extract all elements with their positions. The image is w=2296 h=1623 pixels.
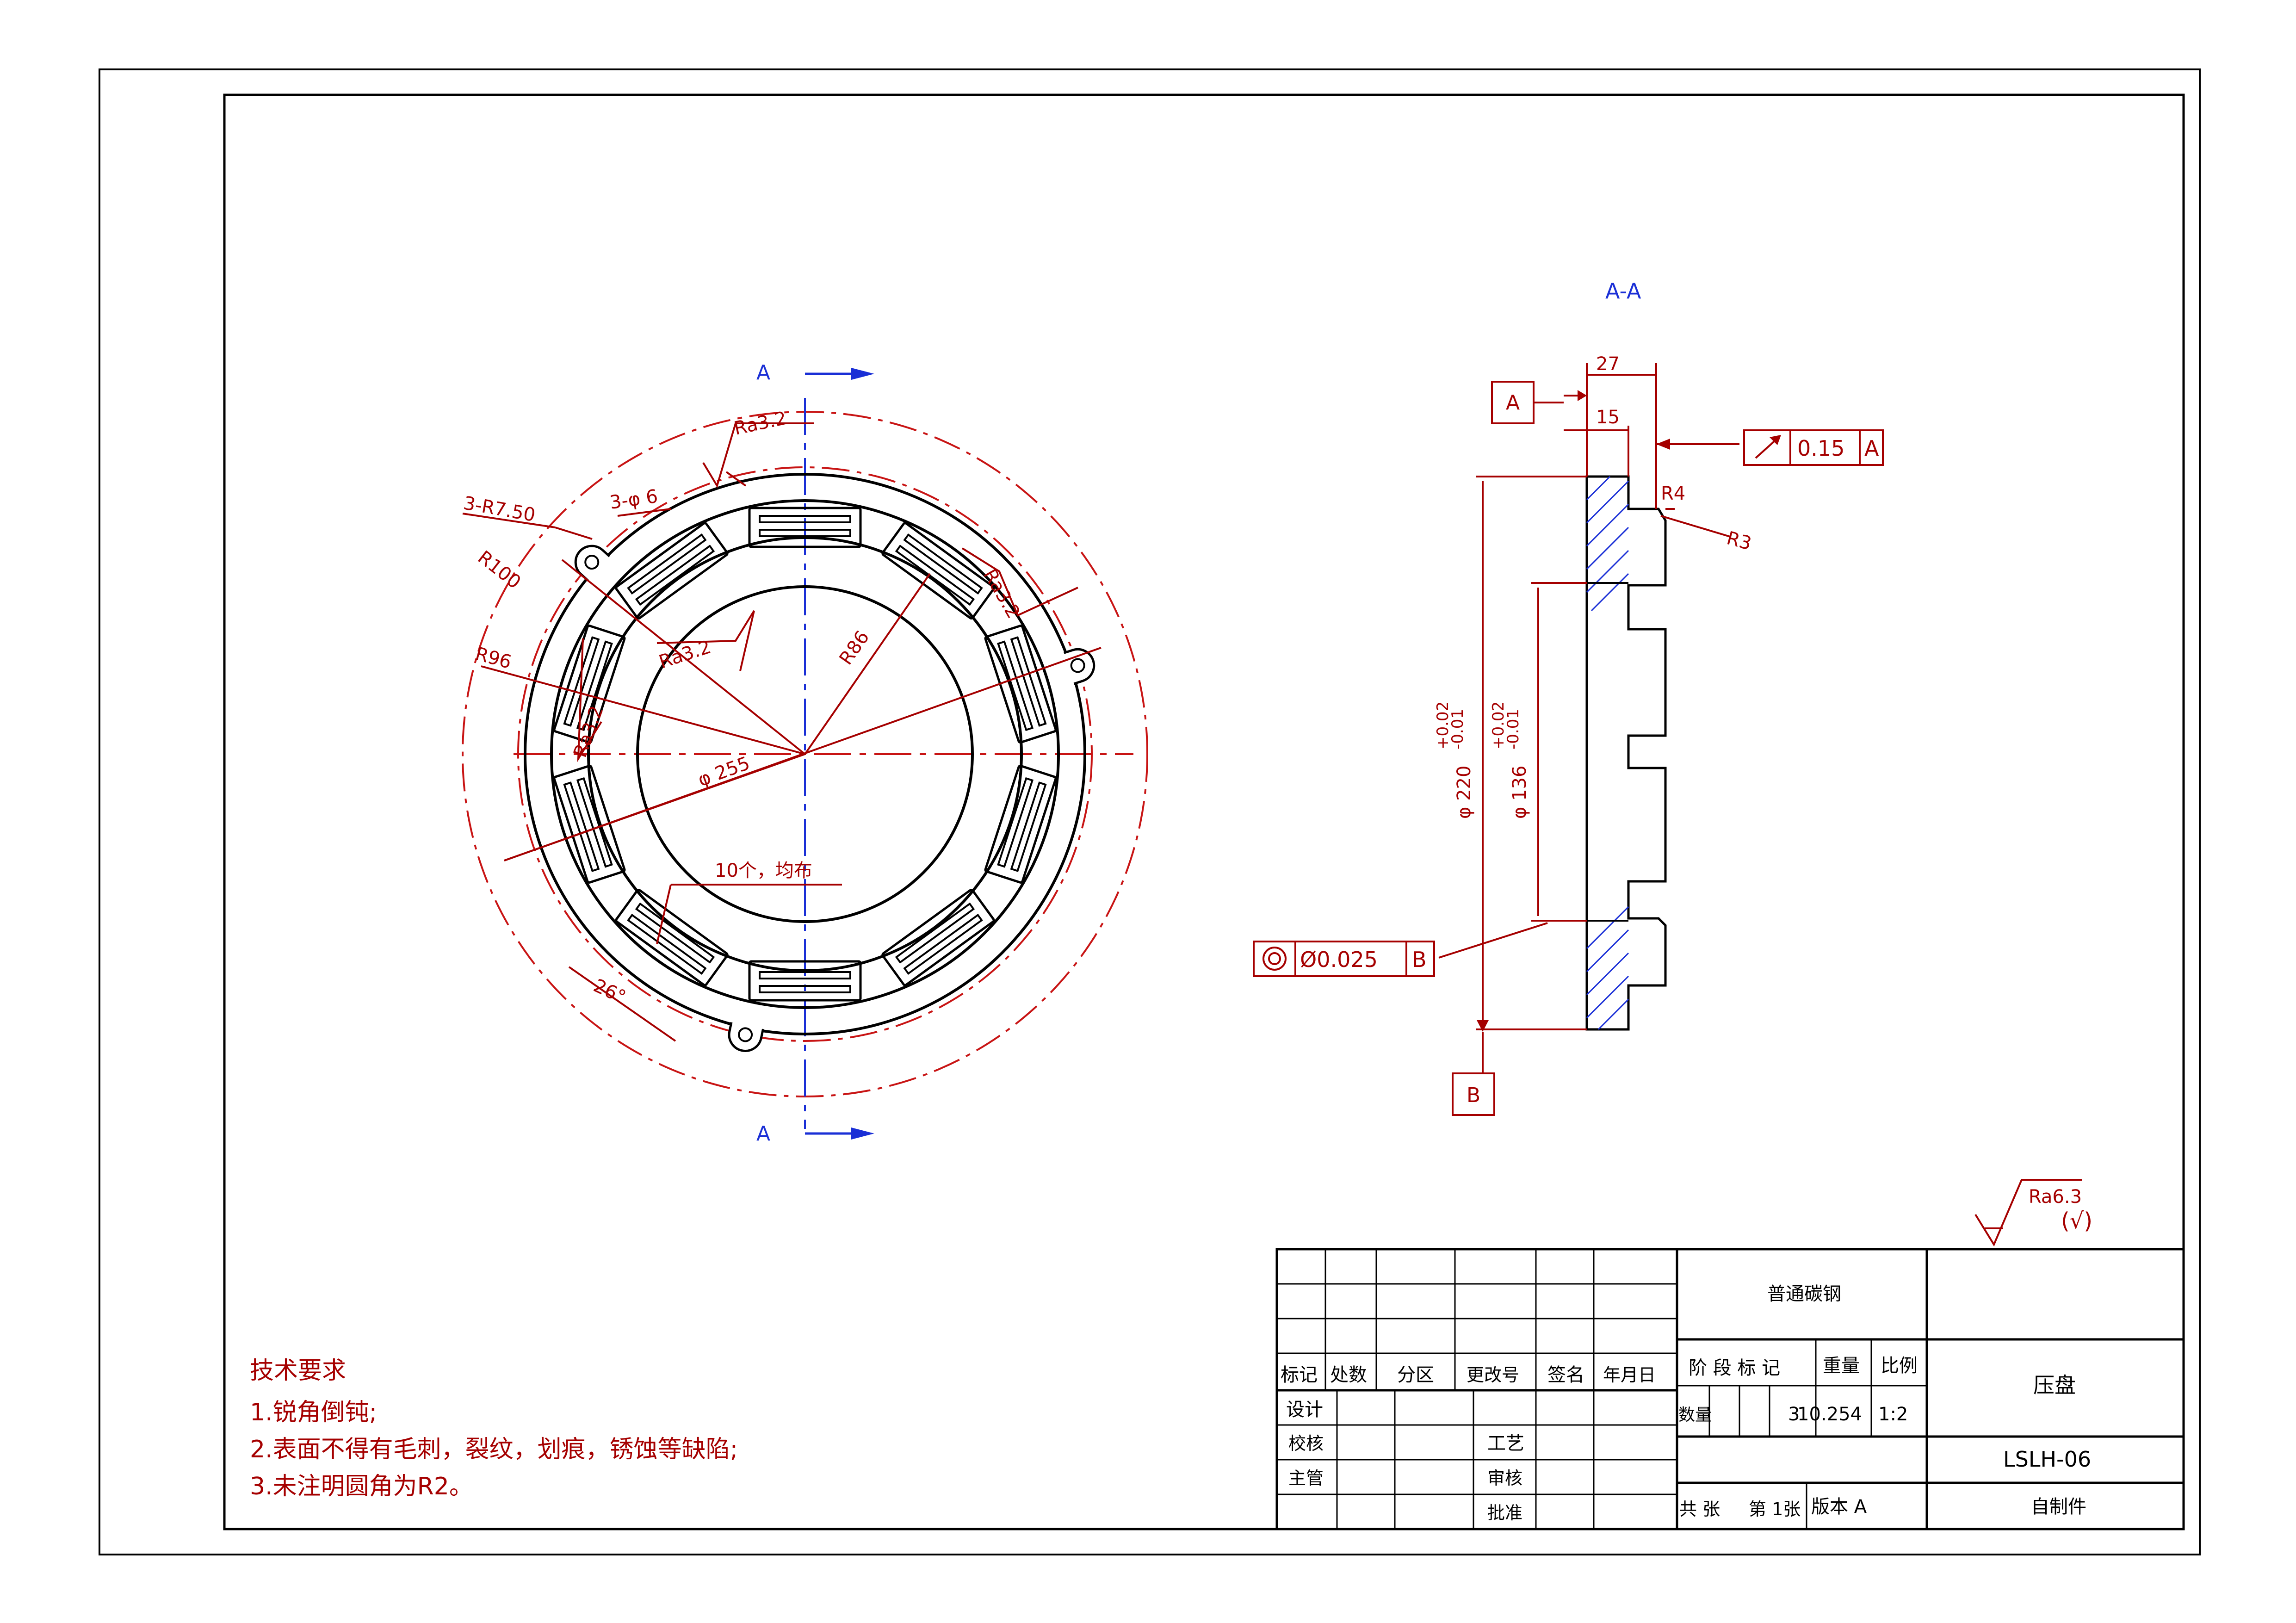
role-design: 设计 [1286,1399,1323,1420]
hdr-mark: 标记 [1281,1364,1318,1386]
dim-phi220: φ 220 [1454,766,1475,819]
slot-pattern [553,507,1057,1002]
scale-value: 1:2 [1878,1404,1908,1425]
dim-r96: R96 [473,643,514,673]
dim-phi255: φ 255 [695,753,753,791]
hdr-sign: 签名 [1547,1364,1584,1386]
cut-label-bottom: A [756,1122,770,1146]
tech-item-3: 3.未注明圆角为R2。 [250,1473,473,1500]
dim-phi6: 3-φ 6 [608,486,659,514]
runout-datum: A [1864,436,1879,461]
hdr-change: 更改号 [1467,1365,1519,1385]
dim-angle26: 26° [590,975,629,1008]
dim-r3: R3 [1724,527,1753,554]
part-name: 压盘 [2033,1373,2076,1398]
tol-phi220-up: +0.02 [1434,701,1452,750]
role-chief: 主管 [1288,1468,1324,1488]
roughness-paren: (√) [2061,1208,2092,1234]
role-review: 审核 [1487,1468,1522,1488]
datum-b-box [1452,1072,1495,1116]
outer-frame [99,68,2201,1555]
drawing-number: LSLH-06 [2003,1447,2091,1472]
sheet-number: 第 1张 [1749,1499,1801,1519]
runout-frame: 0.15 A [1743,429,1884,466]
cut-label-top: A [756,361,770,384]
title-block-text: 普通碳钢 压盘 LSLH-06 自制件 标记 处数 分区 更改号 签名 年月日 … [1281,1283,2091,1523]
qty-label: 数量 [1678,1406,1712,1425]
scale-label: 比例 [1881,1355,1918,1376]
dim-15: 15 [1596,407,1620,428]
role-process: 工艺 [1487,1433,1524,1454]
concentricity-icon [1262,947,1287,971]
tech-requirements: 技术要求 1.锐角倒钝; 2.表面不得有毛刺，裂纹，划痕，锈蚀等缺陷; 3.未注… [250,1357,738,1500]
dim-phi136: φ 136 [1509,766,1530,819]
front-view: 3-R7.50 3-φ 6 Ra3.2 Ra3.2 Ra3.2 Ra3.2 R1… [462,361,1148,1146]
section-title: A-A [1605,279,1641,304]
section-view: A-A [1253,279,1884,1116]
weight-label: 重量 [1823,1355,1860,1376]
ra-top: Ra3.2 [732,408,789,440]
dim-r100: R100 [474,547,525,593]
roughness-value: Ra6.3 [2029,1186,2082,1208]
dim-27: 27 [1596,353,1620,375]
datum-a-label: A [1506,391,1520,415]
hdr-zone: 分区 [1397,1364,1434,1386]
drawing-border [223,93,2185,1530]
weight-value: 10.254 [1797,1404,1862,1425]
concentricity-frame: Ø0.025 B [1253,941,1435,977]
title-block [1275,1248,2185,1530]
stage-label: 阶 段 标 记 [1689,1357,1780,1379]
hdr-date: 年月日 [1603,1365,1656,1385]
concentricity-datum: B [1412,947,1427,972]
version: 版本 A [1811,1496,1867,1518]
tol-phi136-up: +0.02 [1489,701,1508,750]
tech-title: 技术要求 [250,1357,346,1385]
datum-b-label: B [1467,1084,1480,1107]
dim-r750: 3-R7.50 [462,493,537,527]
role-check: 校核 [1288,1433,1324,1454]
tol-phi220-low: -0.01 [1448,709,1467,750]
sheets-total: 共 张 [1679,1499,1720,1519]
concentricity-value: Ø0.025 [1300,947,1378,972]
tol-phi136-low: -0.01 [1504,709,1522,750]
tech-item-1: 1.锐角倒钝; [250,1399,377,1426]
role-approve: 批准 [1487,1503,1522,1523]
qty-value: 3 [1788,1404,1800,1425]
slots-note: 10个，均布 [715,860,812,881]
tech-item-2: 2.表面不得有毛刺，裂纹，划痕，锈蚀等缺陷; [250,1436,738,1463]
source: 自制件 [2031,1496,2086,1518]
dim-r4: R4 [1661,483,1685,504]
roughness-note: Ra6.3 (√) [1974,1179,2092,1247]
material: 普通碳钢 [1767,1283,1841,1305]
runout-value: 0.15 [1797,436,1844,461]
hdr-count: 处数 [1330,1364,1367,1386]
